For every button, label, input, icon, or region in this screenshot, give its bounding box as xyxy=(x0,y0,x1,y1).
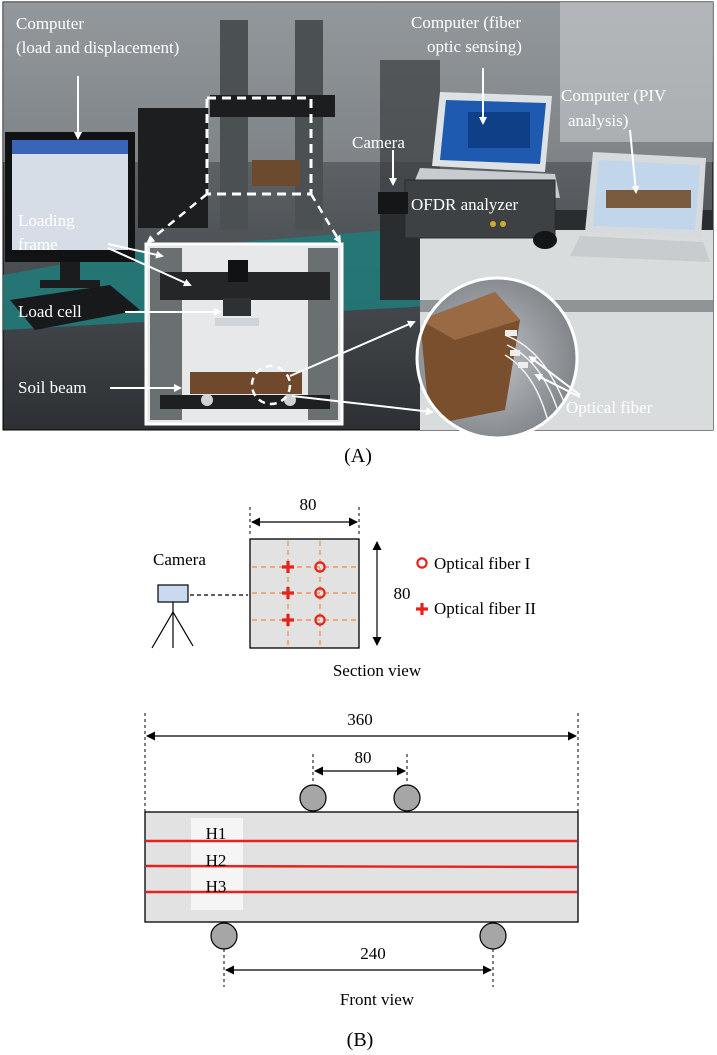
section-square xyxy=(249,538,360,649)
section-width-dim: 80 xyxy=(300,495,317,514)
section-view: 80 80 Camera xyxy=(151,495,536,680)
support-roller xyxy=(479,922,507,950)
callout-computer-load-2: (load and displacement) xyxy=(16,38,179,57)
load-span-dim: 80 xyxy=(355,748,372,767)
front-caption: Front view xyxy=(340,990,415,1009)
fiber-i-marker xyxy=(314,614,326,626)
legend-fiber-ii-icon xyxy=(416,603,428,615)
fiber-ii-marker xyxy=(282,614,294,626)
load-computer-monitor xyxy=(5,132,135,288)
callout-ofdr: OFDR analyzer xyxy=(411,195,519,214)
fiber-ii-marker xyxy=(282,561,294,573)
support-span-dim: 240 xyxy=(360,944,386,963)
fiber-label-h1: H1 xyxy=(206,824,227,843)
section-caption: Section view xyxy=(333,661,422,680)
callout-optical-fiber: Optical fiber xyxy=(566,398,653,417)
callout-computer-piv-2: analysis) xyxy=(568,111,628,130)
section-height-dim: 80 xyxy=(394,584,411,603)
callout-loading-frame-2: frame xyxy=(18,235,58,254)
fiber-label-h3: H3 xyxy=(206,877,227,896)
fiber-ii-marker xyxy=(282,587,294,599)
callout-computer-fiber-1: Computer (fiber xyxy=(411,13,521,32)
fiber-line-h2 xyxy=(145,864,578,869)
fiber-label-h2: H2 xyxy=(206,851,227,870)
callout-computer-load-1: Computer xyxy=(16,14,84,33)
camera-icon xyxy=(151,584,194,649)
callout-soil-beam: Soil beam xyxy=(18,378,86,397)
camera-photo xyxy=(378,192,408,214)
panel-a-label: (A) xyxy=(344,445,372,467)
front-view: 360 80 H1 H2 H3 240 Front view xyxy=(144,710,579,1009)
zoom-region-marker xyxy=(205,96,313,196)
piv-computer-laptop xyxy=(570,152,710,262)
fiber-legend: Optical fiber I Optical fiber II xyxy=(416,554,536,618)
fiber-label-box xyxy=(191,818,243,910)
loading-frame-inset xyxy=(144,242,344,426)
fiber-i-marker xyxy=(314,587,326,599)
length-dim: 360 xyxy=(347,710,373,729)
support-roller xyxy=(210,922,238,950)
loading-roller xyxy=(393,784,421,812)
legend-fiber-i: Optical fiber I xyxy=(434,554,531,573)
callout-loading-frame-1: Loading xyxy=(18,211,75,230)
panel-b-label: (B) xyxy=(347,1029,374,1051)
fiber-zoom-circle xyxy=(415,276,579,440)
callout-computer-piv-1: Computer (PIV xyxy=(561,86,667,105)
fiber-end-marker xyxy=(250,364,292,406)
camera-label: Camera xyxy=(153,550,206,569)
soil-beam-photo xyxy=(190,372,302,394)
loading-roller xyxy=(299,784,327,812)
callout-camera: Camera xyxy=(352,133,405,152)
callout-computer-fiber-2: optic sensing) xyxy=(427,37,522,56)
photo-panel: Computer (load and displacement) Compute… xyxy=(2,1,714,440)
legend-fiber-ii: Optical fiber II xyxy=(434,599,536,618)
callout-load-cell: Load cell xyxy=(18,302,82,321)
legend-fiber-i-icon xyxy=(416,557,428,569)
ofdr-analyzer-box xyxy=(404,179,556,239)
fiber-i-marker xyxy=(314,561,326,573)
